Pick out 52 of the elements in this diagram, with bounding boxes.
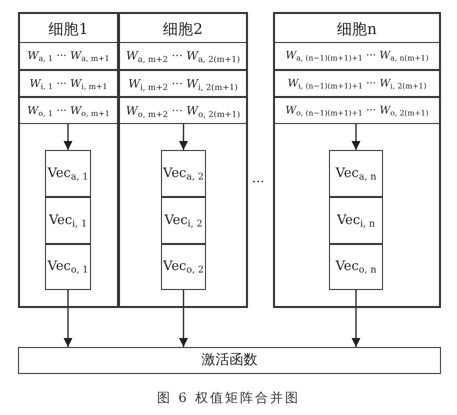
weight-row: [18, 70, 119, 97]
vector-label: Vec$_{o, 1}$: [46, 258, 90, 274]
weight-row: [273, 97, 441, 124]
weight-row: [273, 42, 441, 70]
arrow: [351, 124, 361, 150]
arrow: [63, 124, 73, 150]
vector-label: Vec$_{o, n}$: [334, 258, 378, 274]
vector-label: Vec$_{a, 2}$: [162, 165, 205, 180]
vector-label: Vec$_{i, 1}$: [48, 212, 88, 228]
vector-box: [329, 150, 383, 197]
arrow: [351, 290, 361, 347]
arrow: [178, 124, 188, 150]
weight-row: [18, 42, 119, 70]
vector-box: [329, 244, 383, 290]
weight-range: W$_{o, 1}$ ··· W$_{o, m+1}$: [26, 103, 111, 116]
figure-caption: 图 6 权值矩阵合并图: [156, 390, 301, 407]
vector-label: Vec$_{i, 2}$: [163, 212, 204, 228]
vector-box: [45, 150, 91, 197]
weight-range: W$_{i, 1}$ ··· W$_{i, m+1}$: [28, 76, 108, 90]
arrow: [178, 290, 188, 347]
vector-box: [161, 150, 206, 197]
weight-row: [18, 97, 119, 124]
cell-title: 细胞2: [162, 20, 204, 39]
weight-range: W$_{a, m+2}$ ··· W$_{a, 2(m+1)}$: [124, 48, 242, 62]
vector-box: [45, 244, 91, 290]
vector-box: [161, 197, 206, 244]
arrow: [63, 290, 73, 347]
vector-label: Vec$_{a, n}$: [334, 165, 378, 180]
weight-range: W$_{o, (n−1)(m+1)+1}$ ··· W$_{o, 2(m+1)}$: [284, 104, 430, 116]
activation-box: [18, 347, 441, 374]
weight-row: [118, 42, 248, 70]
vector-label: Vec$_{a, 1}$: [46, 165, 90, 180]
weight-row: [273, 70, 441, 97]
vector-box: [161, 244, 206, 290]
vector-label: Vec$_{i, n}$: [336, 212, 376, 228]
vector-label: Vec$_{o, 2}$: [162, 258, 205, 274]
cell-panel: [18, 12, 119, 308]
cell-title: 细胞n: [336, 20, 378, 39]
activation-label: 激活函数: [200, 350, 258, 369]
vector-box: [329, 197, 383, 244]
weight-range: W$_{a, (n−1)(m+1)+1}$ ··· W$_{a, n(m+1)}$: [284, 49, 430, 62]
weight-range: W$_{o, m+2}$ ··· W$_{o, 2(m+1)}$: [124, 102, 242, 117]
weight-range: W$_{a, 1}$ ··· W$_{a, m+1}$: [26, 48, 111, 62]
weight-row: [118, 97, 248, 124]
cell-title: 细胞1: [48, 20, 90, 39]
cell-panel: [118, 12, 248, 308]
weight-row: [118, 70, 248, 97]
weight-range: W$_{i, (n−1)(m+1)+1}$ ··· W$_{i, 2(m+1)}$: [286, 76, 428, 89]
weight-range: W$_{i, m+2}$ ··· W$_{i, 2(m+1)}$: [127, 76, 239, 90]
cell-panel: [273, 12, 441, 308]
ellipsis: ···: [252, 175, 264, 190]
vector-box: [45, 197, 91, 244]
